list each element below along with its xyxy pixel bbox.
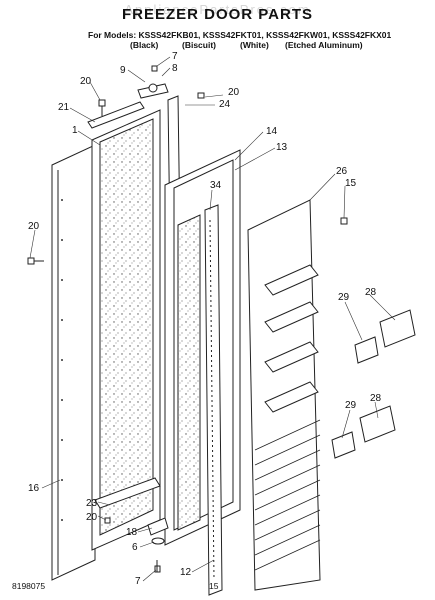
door-shelf-4 <box>264 381 319 413</box>
callout-34: 34 <box>210 180 222 191</box>
callout-18: 18 <box>126 527 138 538</box>
callout-20-left: 20 <box>28 221 40 232</box>
door-inner-liner-shelves <box>247 199 321 591</box>
callout-29-lower: 29 <box>345 400 357 411</box>
callout-24: 24 <box>219 99 231 110</box>
outer-door-panel <box>51 144 96 581</box>
callout-21: 21 <box>58 102 70 113</box>
hinge-strip <box>204 204 223 596</box>
color-label-etched-aluminum: (Etched Aluminum) <box>285 40 363 50</box>
callout-9: 9 <box>120 65 126 76</box>
models-line: For Models: KSSS42FKB01, KSSS42FKT01, KS… <box>88 30 392 40</box>
callout-16: 16 <box>28 483 40 494</box>
page-number: 15 <box>209 581 219 591</box>
door-inner-frame <box>164 149 241 546</box>
door-shelf-1 <box>264 264 319 296</box>
callout-23: 23 <box>86 498 98 509</box>
callout-20-top-right: 20 <box>228 87 240 98</box>
color-label-black: (Black) <box>130 40 159 50</box>
door-shelf-2 <box>264 301 319 333</box>
color-label-biscuit: (Biscuit) <box>182 40 216 50</box>
callout-13: 13 <box>276 142 288 153</box>
bottom-hinge-parts <box>94 477 169 545</box>
callout-29-upper: 29 <box>338 292 350 303</box>
callout-12: 12 <box>180 567 192 578</box>
callout-6: 6 <box>132 542 138 553</box>
callout-15: 15 <box>345 178 357 189</box>
callout-20-top-left: 20 <box>80 76 92 87</box>
callout-26: 26 <box>336 166 348 177</box>
callout-14: 14 <box>266 126 278 137</box>
callout-8: 8 <box>172 63 178 74</box>
top-trim-bracket <box>87 83 169 129</box>
door-shelf-3 <box>264 341 319 373</box>
page-title: FREEZER DOOR PARTS <box>121 6 314 23</box>
door-liner-insulated <box>91 109 161 551</box>
document-number: 8198075 <box>12 581 46 591</box>
callout-leader-lines <box>29 56 396 582</box>
shelf-end-caps <box>331 309 416 459</box>
callout-28-upper: 28 <box>365 287 377 298</box>
watermark-text: AppliancePartsPros.com <box>124 2 311 17</box>
callout-20-bottom: 20 <box>86 512 98 523</box>
callout-7-bottom: 7 <box>135 576 141 587</box>
callout-7-top: 7 <box>172 51 178 62</box>
callout-1: 1 <box>72 125 78 136</box>
callout-numbers: 7 8 9 20 20 21 1 24 14 13 34 26 15 20 29… <box>28 51 382 587</box>
screw-parts <box>27 65 348 573</box>
color-label-white: (White) <box>240 40 269 50</box>
callout-28-lower: 28 <box>370 393 382 404</box>
